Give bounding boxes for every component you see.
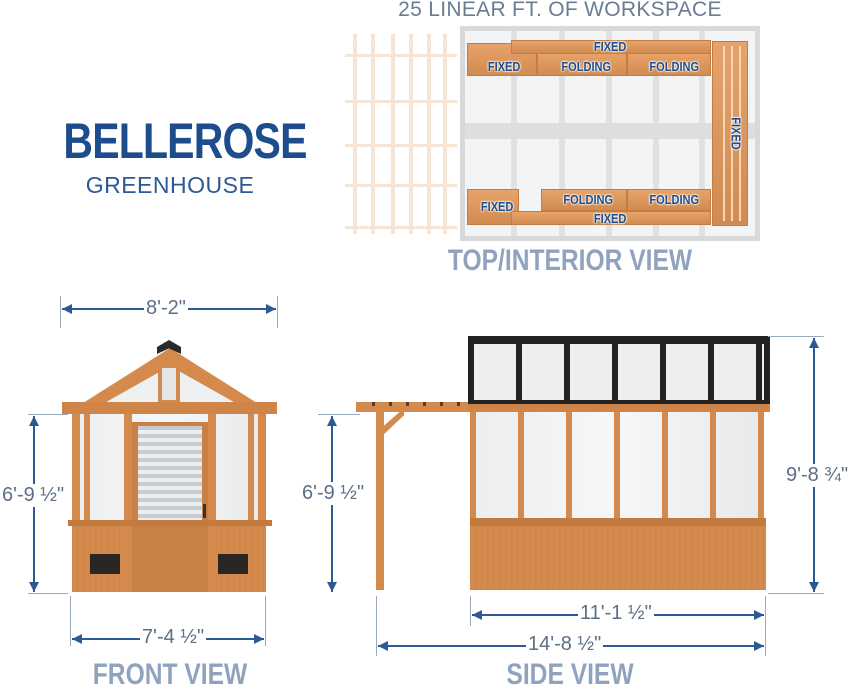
label-top-left: FIXED bbox=[487, 59, 521, 74]
brand-title: BELLEROSE bbox=[63, 113, 307, 169]
front-greenhouse-illustration bbox=[62, 338, 277, 594]
pergola-beam bbox=[356, 402, 470, 412]
front-width-dimension: 8'-2" bbox=[60, 296, 278, 328]
side-greenhouse-illustration bbox=[356, 336, 770, 596]
top-view-label: TOP/INTERIOR VIEW bbox=[447, 244, 693, 277]
label-right-side: FIXED bbox=[728, 117, 744, 150]
front-base-dimension: 7'-4 ½" bbox=[70, 596, 266, 649]
label-top-fold1: FOLDING bbox=[561, 59, 612, 74]
total-length-dimension: 14'-8 ½" bbox=[376, 596, 766, 656]
total-height-value: 9'-8 ¾" bbox=[784, 464, 850, 487]
vent-right bbox=[218, 554, 248, 574]
front-width-value: 8'-2" bbox=[144, 297, 188, 320]
workspace-headline: 25 LINEAR FT. OF WORKSPACE bbox=[398, 0, 722, 21]
bench-top-back bbox=[511, 40, 711, 54]
pergola-post bbox=[376, 412, 384, 590]
vent-left bbox=[90, 554, 120, 574]
body-length-value: 11'-1 ½" bbox=[578, 602, 654, 625]
bench-top-fold1 bbox=[537, 52, 627, 76]
side-view-label: SIDE VIEW bbox=[506, 658, 634, 691]
label-bottom-left: FIXED bbox=[480, 199, 514, 214]
total-length-value: 14'-8 ½" bbox=[526, 633, 604, 656]
label-bottom-back: FIXED bbox=[593, 211, 627, 226]
label-top-back: FIXED bbox=[593, 39, 627, 54]
side-base bbox=[470, 526, 766, 590]
brand-subtitle: GREENHOUSE bbox=[85, 172, 255, 198]
body-length-dimension: 11'-1 ½" bbox=[470, 596, 766, 656]
bench-right-side bbox=[712, 41, 748, 226]
front-view-label: FRONT VIEW bbox=[92, 658, 248, 691]
front-height-value: 6'-9 ½" bbox=[0, 484, 67, 507]
bench-bottom-left bbox=[467, 189, 519, 225]
bench-bottom-fold1 bbox=[541, 189, 627, 211]
bench-bottom-fold2 bbox=[627, 189, 711, 211]
label-bottom-fold2: FOLDING bbox=[649, 192, 700, 207]
front-base-value: 7'-4 ½" bbox=[140, 626, 207, 649]
top-view-diagram: FIXED FIXED FOLDING FOLDING FIXED FIXED … bbox=[345, 26, 765, 241]
bench-bottom-back bbox=[511, 211, 711, 225]
pergola-height-value: 6'-9 ½" bbox=[300, 482, 367, 505]
label-top-fold2: FOLDING bbox=[649, 59, 700, 74]
label-bottom-fold1: FOLDING bbox=[563, 192, 614, 207]
pergola-faded bbox=[345, 34, 457, 234]
